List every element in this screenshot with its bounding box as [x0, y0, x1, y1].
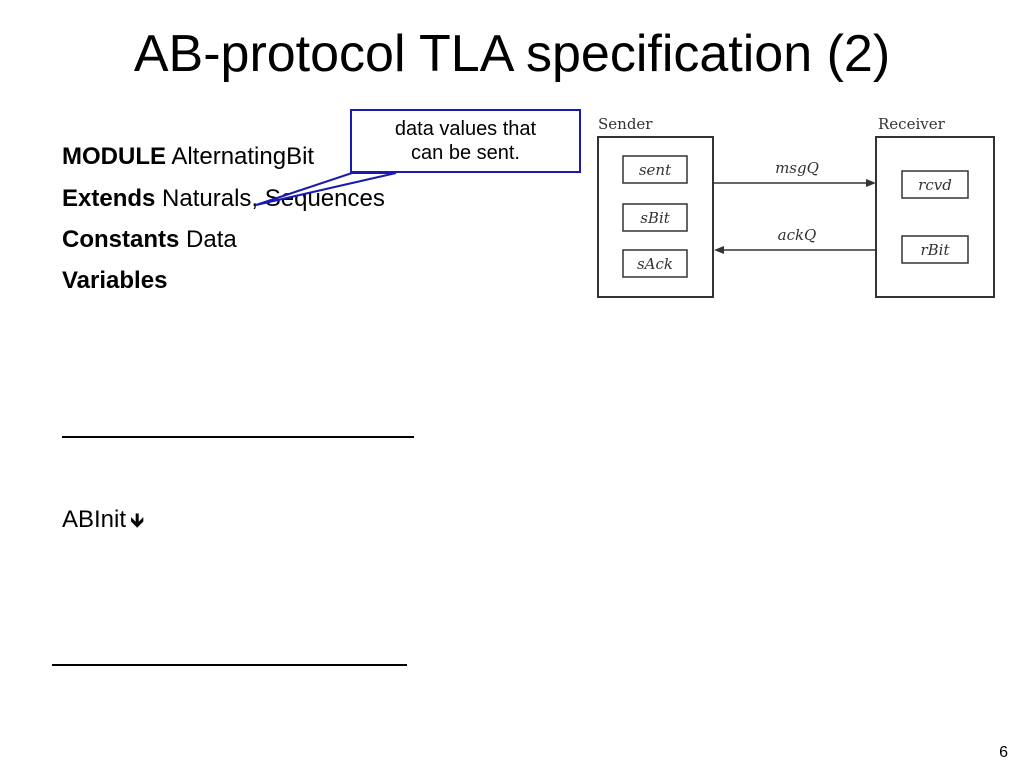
ackq-label: ackQ [778, 226, 817, 244]
variables-line: Variables [62, 266, 167, 296]
callout-line-1: data values that [394, 118, 537, 140]
separator-rule-top [62, 436, 414, 438]
constants-line: Constants Data [62, 225, 237, 255]
msgq-arrowhead-icon [866, 179, 876, 187]
variables-keyword: Variables [62, 267, 168, 294]
receiver-label: Receiver [878, 115, 946, 133]
module-keyword: MODULE [62, 143, 166, 170]
page-number: 6 [999, 744, 1008, 761]
init-name: ABInit [62, 506, 127, 533]
sent-var-label: sent [639, 161, 672, 179]
receiver-box [875, 136, 995, 298]
rbit-var-box [901, 235, 969, 264]
sender-box [597, 136, 714, 298]
extends-keyword: Extends [62, 185, 156, 212]
sbit-var-label: sBit [640, 209, 671, 227]
sack-var-label: sAck [637, 255, 673, 273]
callout-line-2: can be sent. [411, 142, 520, 164]
slide-title: AB-protocol TLA specification (2) [133, 25, 891, 83]
separator-rule-bottom [52, 664, 407, 666]
down-arrow-icon: 🡻 [130, 508, 145, 532]
sent-var-box [622, 155, 688, 184]
rcvd-var-label: rcvd [918, 176, 952, 194]
sack-var-box [622, 249, 688, 278]
init-line: ABInit🡻 [62, 505, 144, 535]
sender-label: Sender [598, 115, 653, 133]
rcvd-var-box [901, 170, 969, 199]
rbit-var-label: rBit [920, 241, 950, 259]
callout-box: data values that can be sent. [350, 109, 581, 173]
sbit-var-box [622, 203, 688, 232]
constants-value: Data [186, 226, 237, 253]
msgq-label: msgQ [775, 159, 819, 177]
module-line: MODULE AlternatingBit [62, 142, 314, 172]
sender-receiver-diagram: Sender Receiver sent sBit sAck rcvd rBit… [597, 115, 995, 298]
constants-keyword: Constants [62, 226, 180, 253]
module-name: AlternatingBit [171, 143, 315, 170]
ackq-arrowhead-icon [714, 246, 724, 254]
